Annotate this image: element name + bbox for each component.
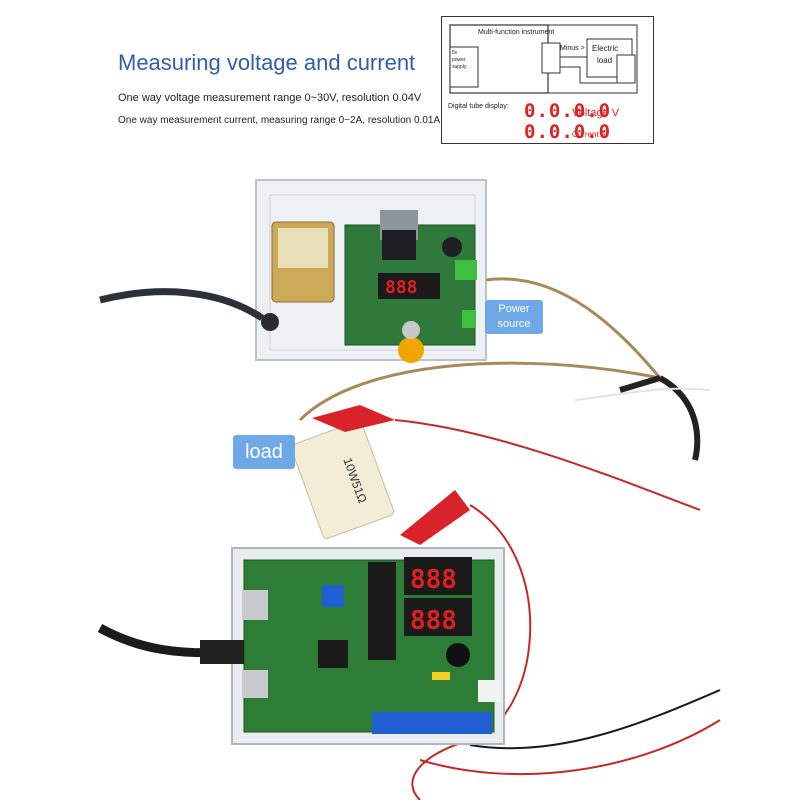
diagram-minus-label: Minus >	[560, 45, 585, 52]
diagram-lines	[449, 24, 638, 94]
power-source-text-1: Power	[498, 303, 530, 315]
diagram-electric-label: Electric	[592, 44, 619, 53]
svg-text:888: 888	[410, 565, 457, 595]
diagram-instrument-label: Multi-function instrument	[478, 29, 555, 36]
power-source-text-2: source	[497, 318, 531, 330]
load-resistor: 10W51Ω	[290, 420, 395, 540]
diagram-supply-label-2: power	[452, 57, 466, 63]
current-spec: One way measurement current, measuring r…	[118, 115, 441, 126]
svg-text:888: 888	[385, 277, 418, 298]
headline: Measuring voltage and current	[118, 50, 416, 75]
svg-text:888: 888	[410, 606, 457, 636]
power-supply-box: 888	[255, 179, 487, 363]
voltage-unit-label: Voltage V	[572, 107, 620, 119]
current-unit-label: Current A	[572, 130, 606, 139]
diagram-load-label: load	[597, 56, 613, 65]
voltage-spec: One way voltage measurement range 0~30V,…	[118, 92, 422, 104]
load-tag: load	[233, 435, 295, 469]
diagram-supply-label-1: 5v	[452, 50, 458, 56]
display-label: Digital tube display:	[448, 103, 509, 110]
voltage-digits: 0.0.0.0	[524, 100, 612, 122]
wiring-diagram: Multi-function instrument 5v power suppl…	[441, 16, 654, 144]
multifunction-instrument: 888 888	[231, 547, 505, 745]
current-digits: 0.0.0.0	[524, 121, 612, 143]
power-source-tag: Power source	[485, 300, 543, 334]
diagram-supply-label-3: supply	[452, 64, 467, 70]
